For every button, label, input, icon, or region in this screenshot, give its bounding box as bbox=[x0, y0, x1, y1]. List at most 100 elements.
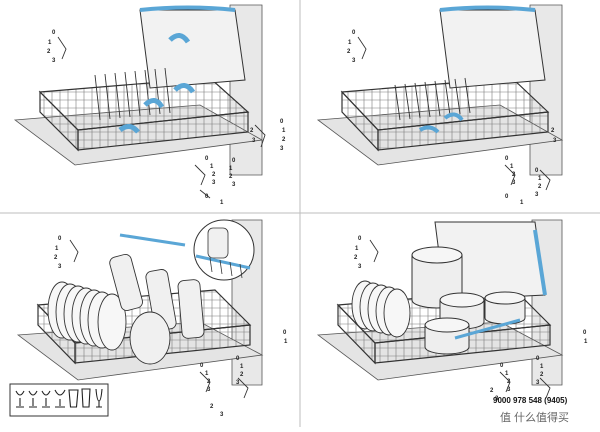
scale-label: 3 bbox=[512, 180, 516, 186]
scale-label: 1 bbox=[584, 339, 588, 345]
scale-label: 2 bbox=[512, 172, 516, 178]
scale-label: 1 bbox=[48, 40, 52, 46]
scale-label: 3 bbox=[52, 58, 56, 64]
scale-label: 2 bbox=[538, 184, 542, 190]
scale-label: 2 bbox=[347, 49, 351, 55]
height-scale-group: 0 1 2 3 bbox=[199, 363, 211, 393]
rack-basket bbox=[38, 5, 250, 152]
scale-label: 3 bbox=[207, 387, 211, 393]
scale-label: 2 bbox=[282, 137, 286, 143]
scale-label: 0 bbox=[500, 363, 504, 369]
scale-label: 3 bbox=[212, 180, 216, 186]
scale-label: 1 bbox=[220, 200, 224, 206]
height-scale-group: 0 1 2 3 bbox=[347, 30, 367, 64]
scale-label: 0 bbox=[505, 156, 509, 162]
scale-label: 2 bbox=[490, 388, 494, 394]
scale-label: 3 bbox=[352, 58, 356, 64]
scale-label: 3 bbox=[280, 146, 284, 152]
scale-label: 0 bbox=[505, 194, 509, 200]
scale-label: 1 bbox=[520, 200, 524, 206]
height-scale-group: 0 1 2 3 bbox=[194, 156, 216, 186]
wine-glass-icon bbox=[54, 389, 66, 408]
rack-basket bbox=[340, 5, 550, 152]
scale-label: 2 bbox=[551, 128, 555, 134]
scale-label: 2 bbox=[507, 379, 511, 385]
scale-label: 1 bbox=[205, 371, 209, 377]
scale-label: 2 bbox=[212, 172, 216, 178]
scale-label: 3 bbox=[220, 412, 224, 418]
wine-glass-icon bbox=[41, 390, 51, 408]
scale-label: 3 bbox=[358, 264, 362, 270]
scale-label: 3 bbox=[236, 380, 240, 386]
height-scale-group: 0 1 2 3 bbox=[504, 156, 516, 186]
scale-label: 3 bbox=[495, 396, 499, 402]
scale-label: 3 bbox=[252, 138, 256, 144]
scale-label: 0 bbox=[58, 236, 62, 242]
scale-label: 1 bbox=[240, 364, 244, 370]
height-scale-group: 0 1 2 3 bbox=[490, 330, 588, 402]
scale-label: 0 bbox=[205, 156, 209, 162]
scale-label: 3 bbox=[553, 138, 557, 144]
panel-bottom-right: 0 1 2 3 0 1 2 3 0 1 2 3 0 1 2 3 bbox=[316, 219, 588, 402]
scale-label: 2 bbox=[540, 372, 544, 378]
scale-label: 0 bbox=[358, 236, 362, 242]
scale-label: 0 bbox=[536, 356, 540, 362]
scale-label: 1 bbox=[348, 40, 352, 46]
wine-glass-icon bbox=[15, 390, 25, 408]
plates bbox=[47, 281, 127, 351]
panel-top-right: 0 1 2 3 0 1 2 3 0 1 2 3 0 1 2 3 bbox=[316, 4, 564, 206]
height-scale-group: 0 1 2 3 bbox=[47, 30, 67, 64]
tall-glasses bbox=[109, 253, 205, 365]
scale-label: 2 bbox=[210, 404, 214, 410]
scale-label: 2 bbox=[54, 255, 58, 261]
scale-label: 0 bbox=[535, 168, 539, 174]
glassware-legend bbox=[9, 383, 109, 417]
scale-label: 0 bbox=[232, 158, 236, 164]
scale-label: 2 bbox=[354, 255, 358, 261]
height-scale-group: 0 1 2 3 bbox=[535, 168, 551, 198]
height-scale-group: 0 1 2 3 bbox=[236, 356, 249, 399]
scale-label: 3 bbox=[536, 380, 540, 386]
scale-label: 1 bbox=[538, 176, 542, 182]
scale-label: 2 bbox=[240, 372, 244, 378]
detail-magnifier bbox=[193, 219, 255, 281]
height-scale-group: 0 1 2 3 bbox=[210, 330, 288, 418]
scale-label: 3 bbox=[507, 387, 511, 393]
scale-label: 0 bbox=[52, 30, 56, 36]
scale-label: 2 bbox=[207, 379, 211, 385]
height-scale-group: 0 1 2 3 bbox=[536, 356, 551, 399]
scale-label: 0 bbox=[583, 330, 587, 336]
champagne-flute-icon bbox=[95, 388, 103, 408]
scale-label: 0 bbox=[200, 363, 204, 369]
scale-label: 1 bbox=[505, 371, 509, 377]
scale-label: 1 bbox=[355, 246, 359, 252]
scale-label: 0 bbox=[280, 119, 284, 125]
height-scale-group: 0 1 2 3 bbox=[354, 236, 379, 270]
watermark: 值 什么值得买 bbox=[500, 411, 569, 424]
scale-label: 2 bbox=[47, 49, 51, 55]
scale-label: 2 bbox=[229, 174, 233, 180]
height-scale-group: 0 1 2 3 bbox=[199, 158, 236, 199]
scale-label: 0 bbox=[352, 30, 356, 36]
scale-label: 1 bbox=[210, 164, 214, 170]
plates bbox=[351, 280, 411, 338]
scale-label: 0 bbox=[205, 194, 209, 200]
height-scale-group: 0 1 2 3 bbox=[505, 128, 557, 206]
document-code: 9000 978 548 (9405) bbox=[493, 396, 568, 405]
tumbler-icon bbox=[68, 389, 79, 408]
scale-label: 0 bbox=[283, 330, 287, 336]
scale-label: 1 bbox=[540, 364, 544, 370]
cooking-pots bbox=[411, 246, 526, 355]
scale-label: 3 bbox=[232, 182, 236, 188]
scale-label: 3 bbox=[58, 264, 62, 270]
tall-glass-icon bbox=[81, 388, 91, 408]
panel-top-left: 0 1 2 3 0 1 2 3 0 1 2 3 0 1 2 3 0 1 bbox=[13, 4, 286, 206]
height-scale-group: 0 1 2 3 bbox=[205, 128, 256, 206]
height-scale-group: 0 1 2 3 bbox=[254, 119, 286, 152]
scale-label: 1 bbox=[229, 166, 233, 172]
panel-bottom-left: 0 1 2 3 0 1 2 3 0 1 2 3 0 1 2 3 bbox=[9, 219, 288, 418]
height-scale-group: 0 1 2 3 bbox=[499, 363, 511, 393]
scale-label: 1 bbox=[282, 128, 286, 134]
